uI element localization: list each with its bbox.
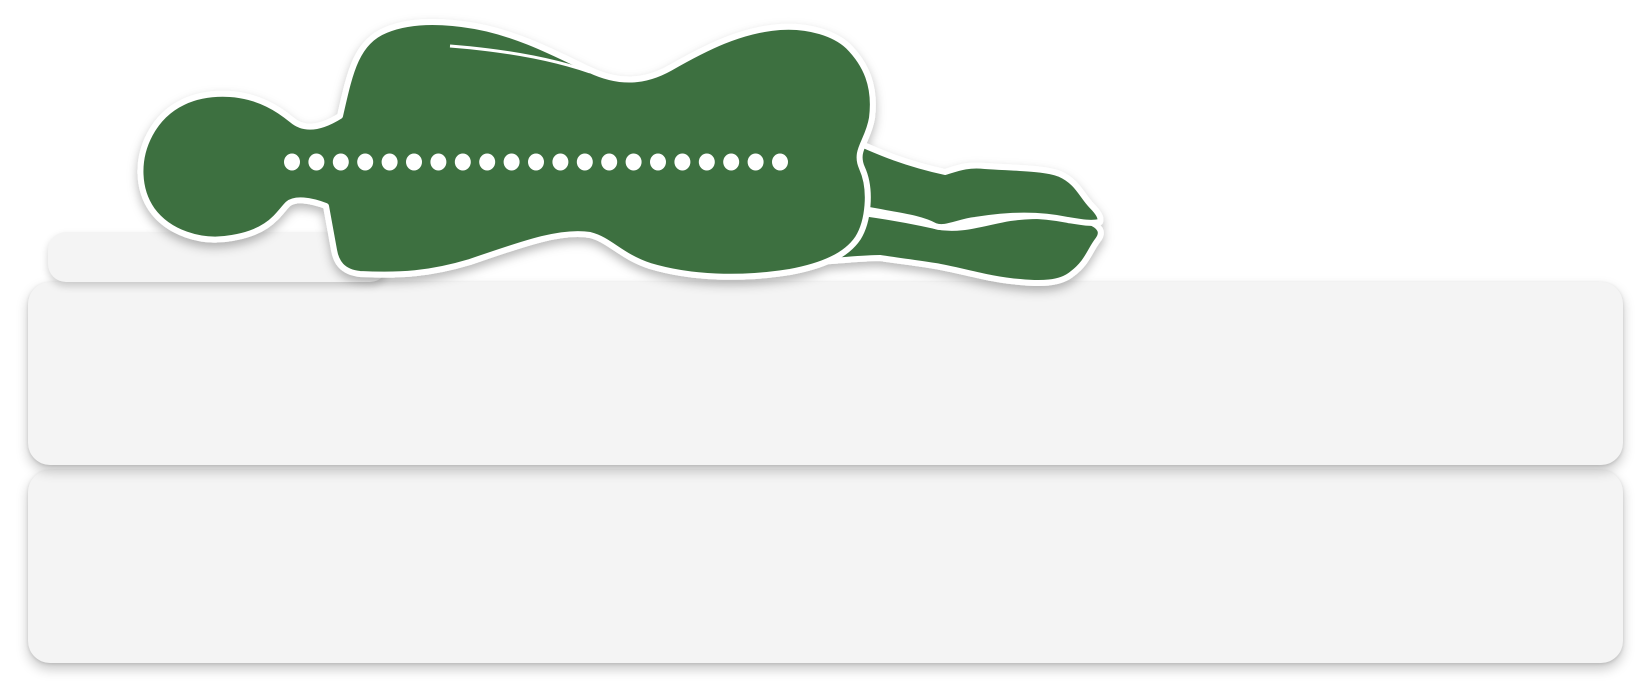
- spine-dot: [284, 153, 300, 171]
- spine-dot: [576, 153, 593, 171]
- upper-leg: [827, 137, 1104, 231]
- spine-dot: [650, 153, 666, 171]
- spine-dot: [552, 153, 569, 171]
- spine-dot: [357, 153, 374, 171]
- spine-dot: [698, 153, 715, 171]
- spine-alignment-dots: [284, 153, 788, 171]
- spine-dot: [381, 153, 398, 171]
- spine-dot: [723, 153, 740, 171]
- spine-dot: [528, 153, 544, 171]
- spine-dot: [601, 153, 618, 171]
- spine-dot: [406, 153, 422, 171]
- spine-dot: [503, 153, 520, 171]
- arm-crease: [449, 44, 591, 74]
- spine-dot: [625, 153, 642, 171]
- spine-dot: [479, 153, 496, 171]
- spine-dot: [332, 153, 349, 171]
- spine-dot: [430, 153, 447, 171]
- spine-dot: [772, 153, 788, 171]
- torso-and-head: [137, 18, 876, 280]
- lower-leg: [802, 205, 1104, 286]
- spine-dot: [454, 153, 471, 171]
- spine-dot: [308, 153, 325, 171]
- spine-dot: [747, 153, 764, 171]
- mattress-bottom-layer: [28, 470, 1623, 663]
- mattress-top-layer: [28, 282, 1623, 465]
- spine-dot: [674, 153, 691, 171]
